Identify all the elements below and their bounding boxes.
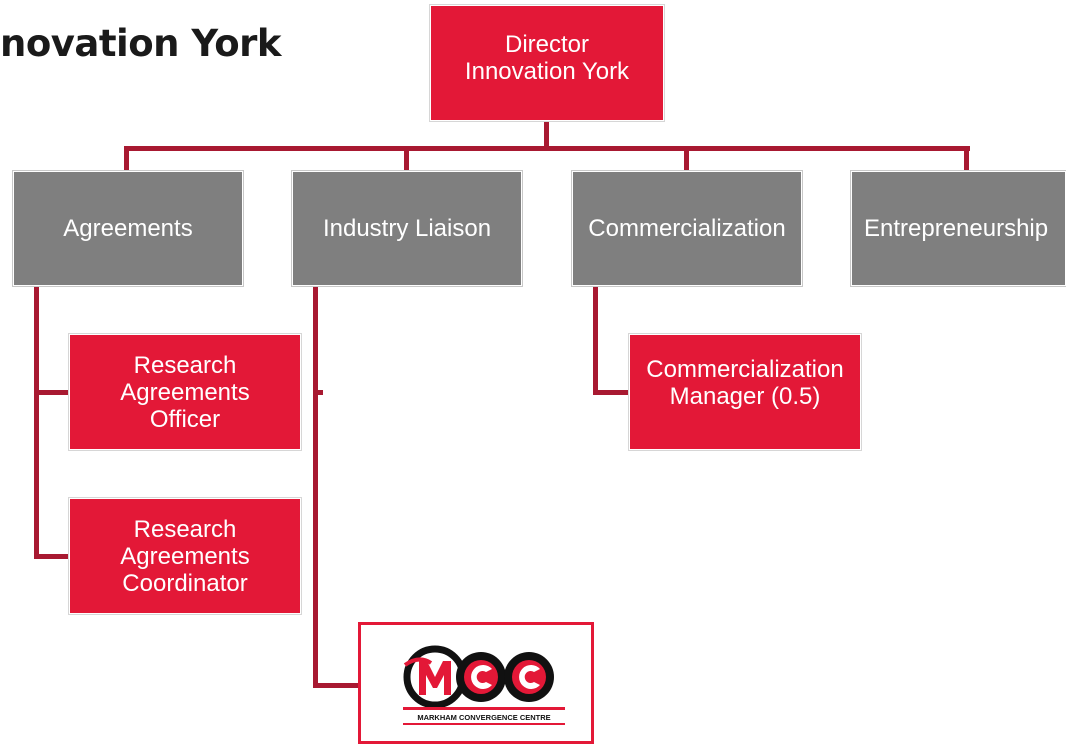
markham-convergence-centre-logo-box: MARKHAM CONVERGENCE CENTRE <box>358 622 594 744</box>
department-label: Agreements <box>63 215 193 242</box>
logo-letter-c1 <box>471 665 492 689</box>
department-entrepreneurship: Entrepreneurship <box>851 171 1066 286</box>
connector-director-down <box>544 120 549 150</box>
connector-commercialization-vertical <box>593 286 598 395</box>
logo-letter-c2 <box>519 665 540 689</box>
department-agreements: Agreements <box>13 171 243 286</box>
role-research-agreements-coordinator: Research Agreements Coordinator <box>69 498 301 614</box>
connector-horizontal-bus <box>124 146 970 151</box>
director-label: Director Innovation York <box>464 31 630 85</box>
connector-agreements-vertical <box>34 286 39 559</box>
connector-industry-liaison-vertical <box>313 286 318 688</box>
connector-to-commercialization <box>684 146 689 172</box>
connector-agreements-coordinator <box>34 554 72 559</box>
connector-to-industry-liaison <box>404 146 409 172</box>
connector-commercialization-manager <box>593 390 633 395</box>
department-label: Commercialization <box>588 215 786 242</box>
logo-letter-m <box>419 661 451 695</box>
logo-caption: MARKHAM CONVERGENCE CENTRE <box>417 713 550 722</box>
department-label: Entrepreneurship <box>864 215 1049 242</box>
department-label: Industry Liaison <box>322 215 492 242</box>
department-commercialization: Commercialization <box>572 171 802 286</box>
role-research-agreements-officer: Research Agreements Officer <box>69 334 301 450</box>
role-label: Commercialization Manager (0.5) <box>646 356 844 410</box>
role-label: Research Agreements Officer <box>120 351 250 433</box>
mcc-logo: MARKHAM CONVERGENCE CENTRE <box>403 645 565 725</box>
connector-to-entrepreneurship <box>964 146 969 172</box>
connector-industry-liaison-stub <box>313 390 323 395</box>
page-title: novation York <box>0 22 282 65</box>
connector-agreements-officer <box>34 390 72 395</box>
role-label: Research Agreements Coordinator <box>120 515 250 597</box>
connector-industry-liaison-partner <box>313 683 361 688</box>
connector-to-agreements <box>124 146 129 172</box>
role-commercialization-manager: Commercialization Manager (0.5) <box>629 334 861 450</box>
department-industry-liaison: Industry Liaison <box>292 171 522 286</box>
director-node: Director Innovation York <box>430 5 664 121</box>
logo-swoosh <box>403 657 433 667</box>
